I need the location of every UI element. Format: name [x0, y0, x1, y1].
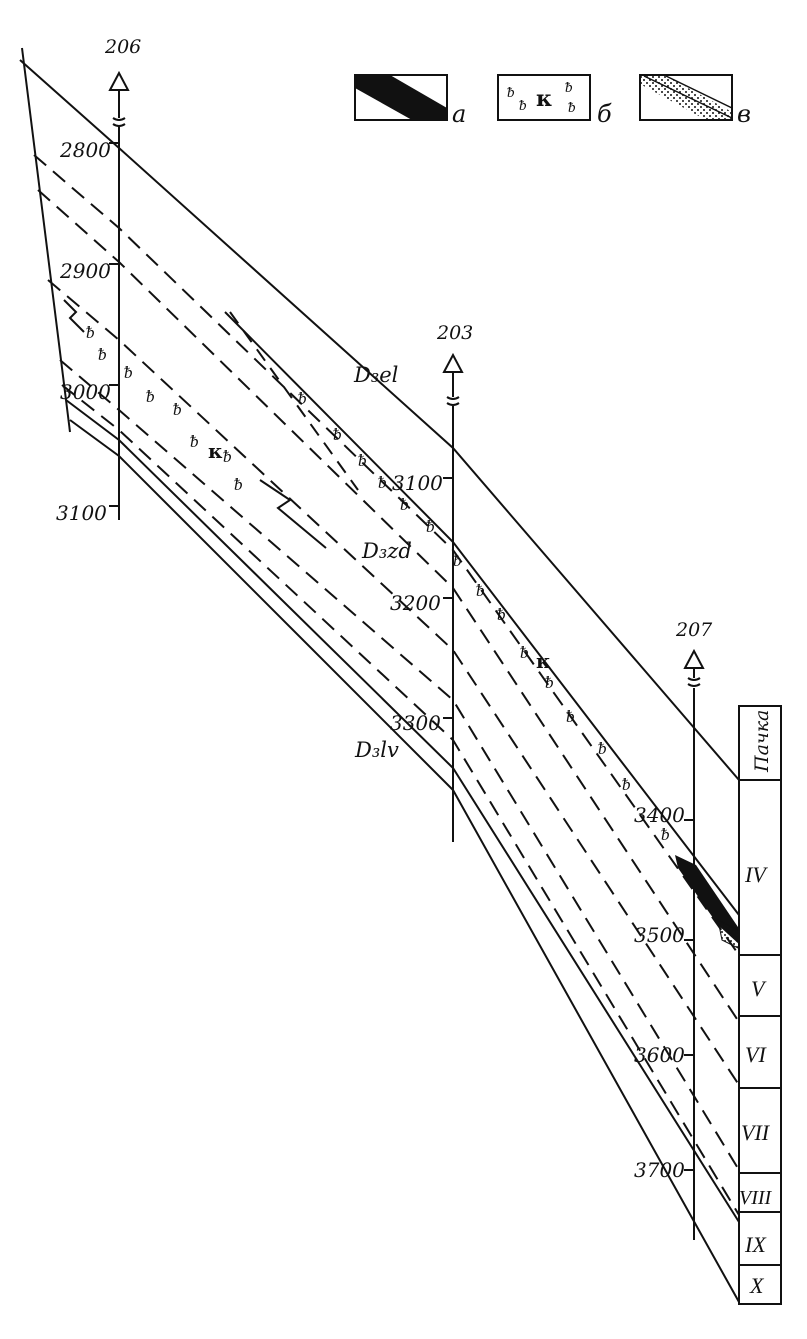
svg-text:ᵬ: ᵬ [223, 447, 232, 467]
well-triangle-icon [442, 352, 464, 373]
lithology-markers: ᵬ ᵬ ᵬ ᵬ ᵬ ᵬ ᵬ ᵬ к ᵬ ᵬ ᵬ ᵬ ᵬ ᵬ ᵬ ᵬ ᵬ ᵬ ᵬ … [86, 323, 670, 845]
correlation-lines [19, 47, 740, 1303]
well-id-203: 203 [436, 322, 473, 344]
unit-column: Пачка IV V VI VII VIII IX X [738, 705, 782, 1305]
svg-text:ᵬ: ᵬ [598, 739, 607, 759]
unit-label: VII [741, 1120, 771, 1145]
svg-text:ᵬ: ᵬ [520, 643, 529, 663]
svg-text:ᵬ: ᵬ [298, 389, 307, 409]
legend: а ᵬ ᵬ к ᵬ ᵬ б в [354, 74, 751, 128]
depth-label: 3000 [60, 380, 111, 404]
break-mark-icon [446, 396, 460, 406]
legend-b-symbol: к [536, 86, 552, 112]
svg-text:ᵬ: ᵬ [378, 473, 387, 493]
svg-text:ᵬ: ᵬ [173, 400, 182, 420]
depth-label: 2900 [59, 259, 111, 283]
unit-label: V [751, 976, 767, 1001]
svg-text:ᵬ: ᵬ [98, 345, 107, 365]
svg-text:ᵬ: ᵬ [124, 363, 133, 383]
column-header: Пачка [751, 710, 773, 773]
legend-item-a: а [354, 74, 466, 128]
well-203: 203 3100 3200 3300 [390, 322, 473, 842]
well-206: 206 2800 2900 3000 3100 [56, 36, 141, 525]
zigzag-mark-icon [63, 299, 85, 333]
svg-text:ᵬ: ᵬ [453, 551, 462, 571]
svg-text:ᵬ: ᵬ [234, 475, 243, 495]
legend-label-v: в [737, 100, 751, 128]
depth-label: 3100 [392, 471, 443, 495]
svg-text:ᵬ: ᵬ [661, 825, 670, 845]
depth-label: 3500 [634, 923, 685, 947]
depth-label: 3100 [56, 501, 107, 525]
dashed-lines [33, 154, 740, 1216]
formation-lv: D₃lv [354, 738, 399, 762]
k-symbol: к [536, 649, 551, 673]
break-mark-icon [687, 677, 701, 687]
svg-text:ᵬ: ᵬ [146, 387, 155, 407]
legend-b-mark: ᵬ [519, 96, 527, 114]
svg-text:ᵬ: ᵬ [545, 673, 554, 693]
well-207: 207 3400 3500 3600 3700 [634, 619, 713, 1240]
formation-el: D₃el [353, 363, 398, 387]
legend-label-b: б [597, 100, 612, 128]
legend-b-mark: ᵬ [565, 78, 573, 96]
well-triangle-icon [108, 70, 130, 91]
boundary-el [19, 59, 740, 781]
left-boundary-line [21, 47, 71, 433]
svg-text:ᵬ: ᵬ [190, 432, 199, 452]
svg-text:ᵬ: ᵬ [86, 323, 95, 343]
svg-text:ᵬ: ᵬ [426, 517, 435, 537]
boundary-lower-1 [65, 399, 740, 1223]
depth-label: 3200 [390, 591, 441, 615]
svg-text:ᵬ: ᵬ [333, 425, 342, 445]
well-id-207: 207 [675, 619, 713, 641]
boundary-lower-2 [69, 419, 740, 1303]
unit-label: X [749, 1273, 765, 1298]
legend-item-v: в [639, 74, 751, 128]
unit-label: VIII [739, 1187, 773, 1209]
legend-swatch-a [355, 75, 447, 120]
legend-item-b: ᵬ ᵬ к ᵬ ᵬ б [497, 74, 612, 128]
unit-label: IV [744, 862, 768, 887]
well-id-206: 206 [104, 36, 141, 58]
formation-labels: D₃el D₃zd D₃lv [353, 363, 412, 762]
zigzag-mark-icon [259, 479, 327, 549]
boundary-zd [224, 311, 740, 916]
svg-text:ᵬ: ᵬ [497, 605, 506, 625]
legend-label-a: а [452, 100, 466, 128]
svg-text:ᵬ: ᵬ [358, 451, 367, 471]
well-triangle-icon [683, 648, 705, 669]
svg-text:ᵬ: ᵬ [400, 495, 409, 515]
depth-label: 3700 [634, 1158, 685, 1182]
depth-label: 3600 [634, 1043, 685, 1067]
unit-label: IX [744, 1232, 767, 1257]
break-mark-icon [112, 117, 126, 127]
legend-swatch-v [640, 76, 732, 120]
svg-text:ᵬ: ᵬ [566, 707, 575, 727]
k-symbol: к [208, 439, 223, 463]
formation-zd: D₃zd [361, 539, 412, 563]
legend-b-mark: ᵬ [507, 83, 515, 101]
svg-text:ᵬ: ᵬ [622, 775, 631, 795]
legend-b-mark: ᵬ [568, 98, 576, 116]
column-frame [738, 705, 782, 1305]
depth-label: 2800 [59, 138, 111, 162]
svg-text:ᵬ: ᵬ [476, 581, 485, 601]
depth-label: 3400 [634, 803, 685, 827]
unit-label: VI [745, 1042, 767, 1067]
